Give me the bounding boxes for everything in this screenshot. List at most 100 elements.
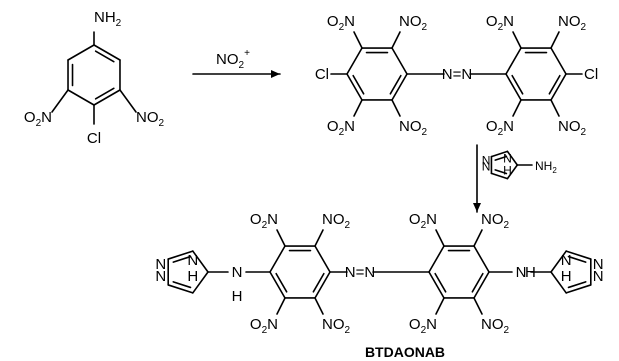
ring-bond: [314, 245, 331, 273]
ring-bond: [314, 271, 331, 299]
triazole-bond: [191, 271, 209, 294]
nitro-group-label: NO2: [558, 118, 587, 138]
triazole-n-label: N: [482, 159, 491, 173]
nitro-group-label: NO2: [481, 316, 510, 336]
nh-label: N: [516, 264, 527, 281]
compound-name-btdaonab: BTDAONAB: [365, 344, 445, 360]
triazole-n-label: N: [593, 268, 604, 285]
ring-bond: [346, 47, 363, 75]
azo-label: N=N: [345, 264, 375, 281]
ring-double-bond: [434, 272, 447, 293]
triazole-n-label: N: [187, 252, 198, 269]
nitro-group-label: NO2: [399, 118, 428, 138]
ring-double-bond: [94, 50, 115, 63]
ring-double-bond: [312, 272, 325, 293]
triazole-double-bond: [494, 155, 508, 161]
reaction-arrow-right-head: [271, 70, 280, 78]
ring-bond: [473, 245, 490, 273]
triazole-double-bond: [567, 281, 587, 289]
chloro-label: Cl: [87, 130, 101, 147]
nh-label: N: [232, 264, 243, 281]
nitro-group-label: NO2: [136, 109, 165, 129]
triazole-n-label: N: [482, 154, 491, 168]
triazole-bond: [191, 250, 209, 273]
triazole-double-bond: [494, 169, 508, 175]
triazole-bond: [550, 271, 568, 294]
bond: [512, 31, 522, 49]
ring-bond: [428, 271, 445, 299]
bond: [314, 229, 324, 247]
nitro-group-label: O2N: [24, 109, 52, 129]
bond: [550, 99, 560, 117]
bond: [276, 297, 286, 315]
triazole-bond: [565, 284, 592, 294]
ring-bond: [391, 73, 408, 101]
triazole-h-label: H: [503, 163, 512, 177]
nitro-group-label: O2N: [409, 316, 437, 336]
ring-double-bond: [471, 272, 484, 293]
ring-double-bond: [511, 74, 524, 95]
chloro-label: Cl: [315, 66, 329, 83]
triazole-h-label: H: [187, 268, 198, 285]
azo-label: N=N: [442, 66, 472, 83]
ring-double-bond: [389, 74, 402, 95]
ring-bond: [93, 89, 121, 106]
reaction-arrow-down-head: [473, 203, 481, 212]
nitro-group-label: O2N: [250, 316, 278, 336]
triazole-bond: [550, 250, 568, 273]
reaction-arrows: [192, 70, 481, 213]
nitro-group-label: NO2: [399, 13, 428, 33]
triazole-bond: [565, 250, 592, 260]
ring-double-bond: [94, 87, 115, 100]
triazole-h-label: H: [561, 268, 572, 285]
triazole-double-bond: [172, 255, 192, 263]
amino-group-label: NH2: [535, 159, 557, 175]
ring-bond: [269, 271, 286, 299]
ring-bond: [550, 47, 567, 75]
ring-bond: [473, 271, 490, 299]
ring-double-bond: [352, 74, 365, 95]
triazole-bond: [490, 172, 509, 180]
chloro-label: Cl: [584, 66, 598, 83]
nitro-group-label: O2N: [486, 118, 514, 138]
nitro-group-label: NO2: [322, 316, 351, 336]
bond: [512, 99, 522, 117]
bond: [314, 297, 324, 315]
bond: [435, 229, 445, 247]
bond: [391, 99, 401, 117]
bond: [473, 297, 483, 315]
bond: [550, 31, 560, 49]
ring-bond: [93, 44, 121, 61]
ring-bond: [428, 245, 445, 273]
reagent-nitronium: NO2+: [216, 48, 250, 71]
nitro-group-label: NO2: [558, 13, 587, 33]
nh-h-label: H: [525, 264, 536, 281]
nitro-group-label: O2N: [250, 211, 278, 231]
bond-lines: [51, 31, 592, 315]
triazole-bond: [490, 150, 509, 158]
ring-bond: [505, 47, 522, 75]
nitro-group-label: NO2: [322, 211, 351, 231]
triazole-bond: [506, 164, 519, 180]
bond: [276, 229, 286, 247]
bond: [119, 89, 137, 113]
nitro-group-label: O2N: [327, 13, 355, 33]
nitro-group-label: O2N: [327, 118, 355, 138]
triazole-n-label: N: [593, 256, 604, 273]
ring-bond: [550, 73, 567, 101]
ring-double-bond: [548, 74, 561, 95]
triazole-double-bond: [567, 255, 587, 263]
triazole-double-bond: [172, 281, 192, 289]
ring-bond: [67, 89, 95, 106]
triazole-n-label: N: [503, 151, 512, 165]
triazole-n-label: N: [155, 268, 166, 285]
bond: [353, 99, 363, 117]
triazole-bond: [506, 150, 519, 166]
ring-bond: [391, 47, 408, 75]
bond: [51, 89, 69, 113]
nh-h-label: H: [232, 288, 243, 305]
triazole-n-label: N: [561, 252, 572, 269]
triazole-bond: [167, 284, 194, 294]
